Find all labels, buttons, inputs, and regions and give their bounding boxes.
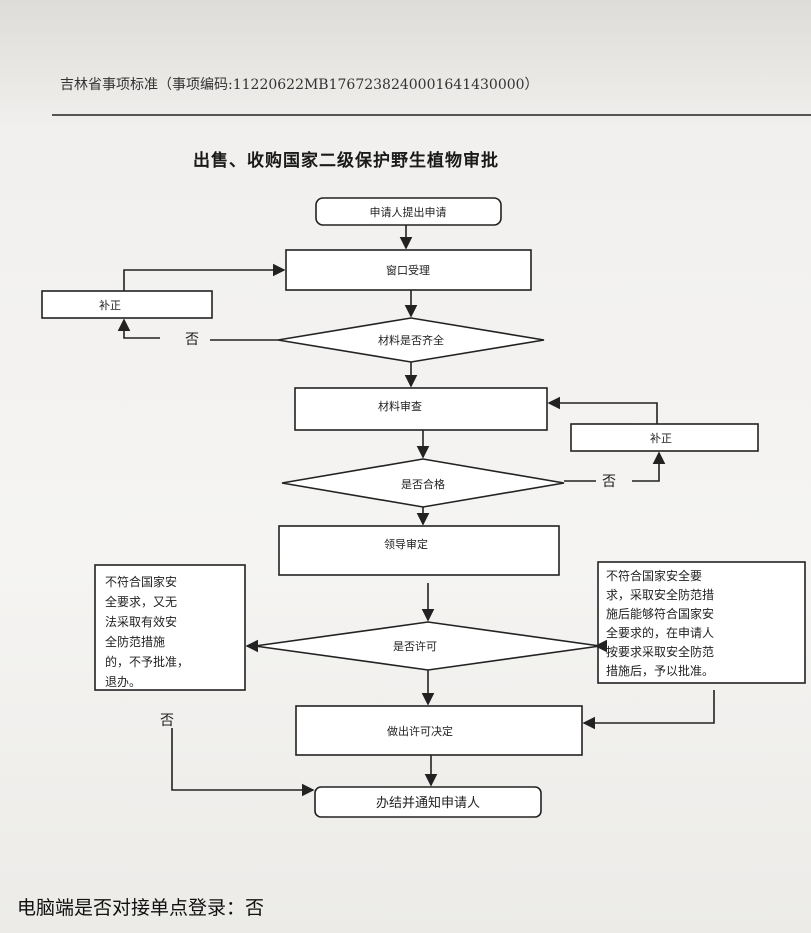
supplement-label-2: 补正: [650, 432, 672, 445]
reject-note-line: 不符合国家安: [105, 574, 177, 589]
make-decision-label: 做出许可决定: [387, 724, 453, 738]
document-title: 出售、收购国家二级保护野生植物审批: [193, 151, 499, 171]
header-divider: [52, 114, 811, 116]
leader-review-box: [278, 525, 560, 576]
reject-note-text: 不符合国家安 全要求，又无 法采取有效安 全防范措施 的，不予批准， 退办。: [105, 574, 189, 689]
supplement-label-1: 补正: [99, 299, 121, 312]
review-label: 材料审查: [378, 399, 422, 413]
leader-review-label: 领导审定: [384, 537, 428, 551]
reject-note-box: [94, 564, 246, 691]
permit-check-label: 是否许可: [393, 640, 437, 653]
complete-check-label: 材料是否齐全: [378, 333, 444, 347]
reject-note-line: 全要求，又无: [105, 594, 177, 609]
start-node: [315, 197, 502, 226]
complete-check-diamond: [277, 317, 545, 363]
compliant-check-diamond: [281, 458, 565, 508]
reject-note-line: 的，不予批准，: [105, 654, 189, 669]
supplement-box-2: [570, 423, 759, 452]
make-decision-box: [295, 705, 583, 756]
no-label-2: 否: [602, 474, 616, 490]
reject-note-line: 法采取有效安: [105, 614, 177, 629]
approve-note-line: 不符合国家安全要: [606, 568, 702, 583]
start-label: 申请人提出申请: [370, 205, 447, 219]
reject-note-line: 全防范措施: [105, 634, 165, 649]
approve-note-line: 求，采取安全防范措: [606, 587, 714, 602]
compliant-check-label: 是否合格: [401, 477, 445, 491]
finish-label: 办结并通知申请人: [376, 795, 480, 811]
reject-note-line: 退办。: [105, 674, 141, 689]
window-accept-box: [285, 249, 532, 291]
no-label-3: 否: [160, 713, 174, 729]
review-box: [294, 387, 548, 431]
finish-node: [314, 786, 542, 818]
sso-status-line: 电脑端是否对接单点登录：否: [17, 897, 265, 919]
no-label-1: 否: [185, 332, 199, 348]
approve-note-text: 不符合国家安全要 求，采取安全防范措 施后能够符合国家安 全要求的，在申请人 按…: [606, 568, 714, 678]
approve-note-line: 施后能够符合国家安: [606, 606, 714, 621]
approve-note-line: 全要求的，在申请人: [606, 625, 714, 640]
window-accept-label: 窗口受理: [386, 263, 430, 277]
approve-note-box: [597, 561, 806, 684]
approve-note-line: 按要求采取安全防范: [606, 644, 714, 659]
supplement-box-1: [41, 290, 213, 319]
standard-code-header: 吉林省事项标准（事项编码:11220622MB17672382400016414…: [60, 77, 539, 93]
approve-note-line: 措施后，予以批准。: [606, 663, 714, 678]
